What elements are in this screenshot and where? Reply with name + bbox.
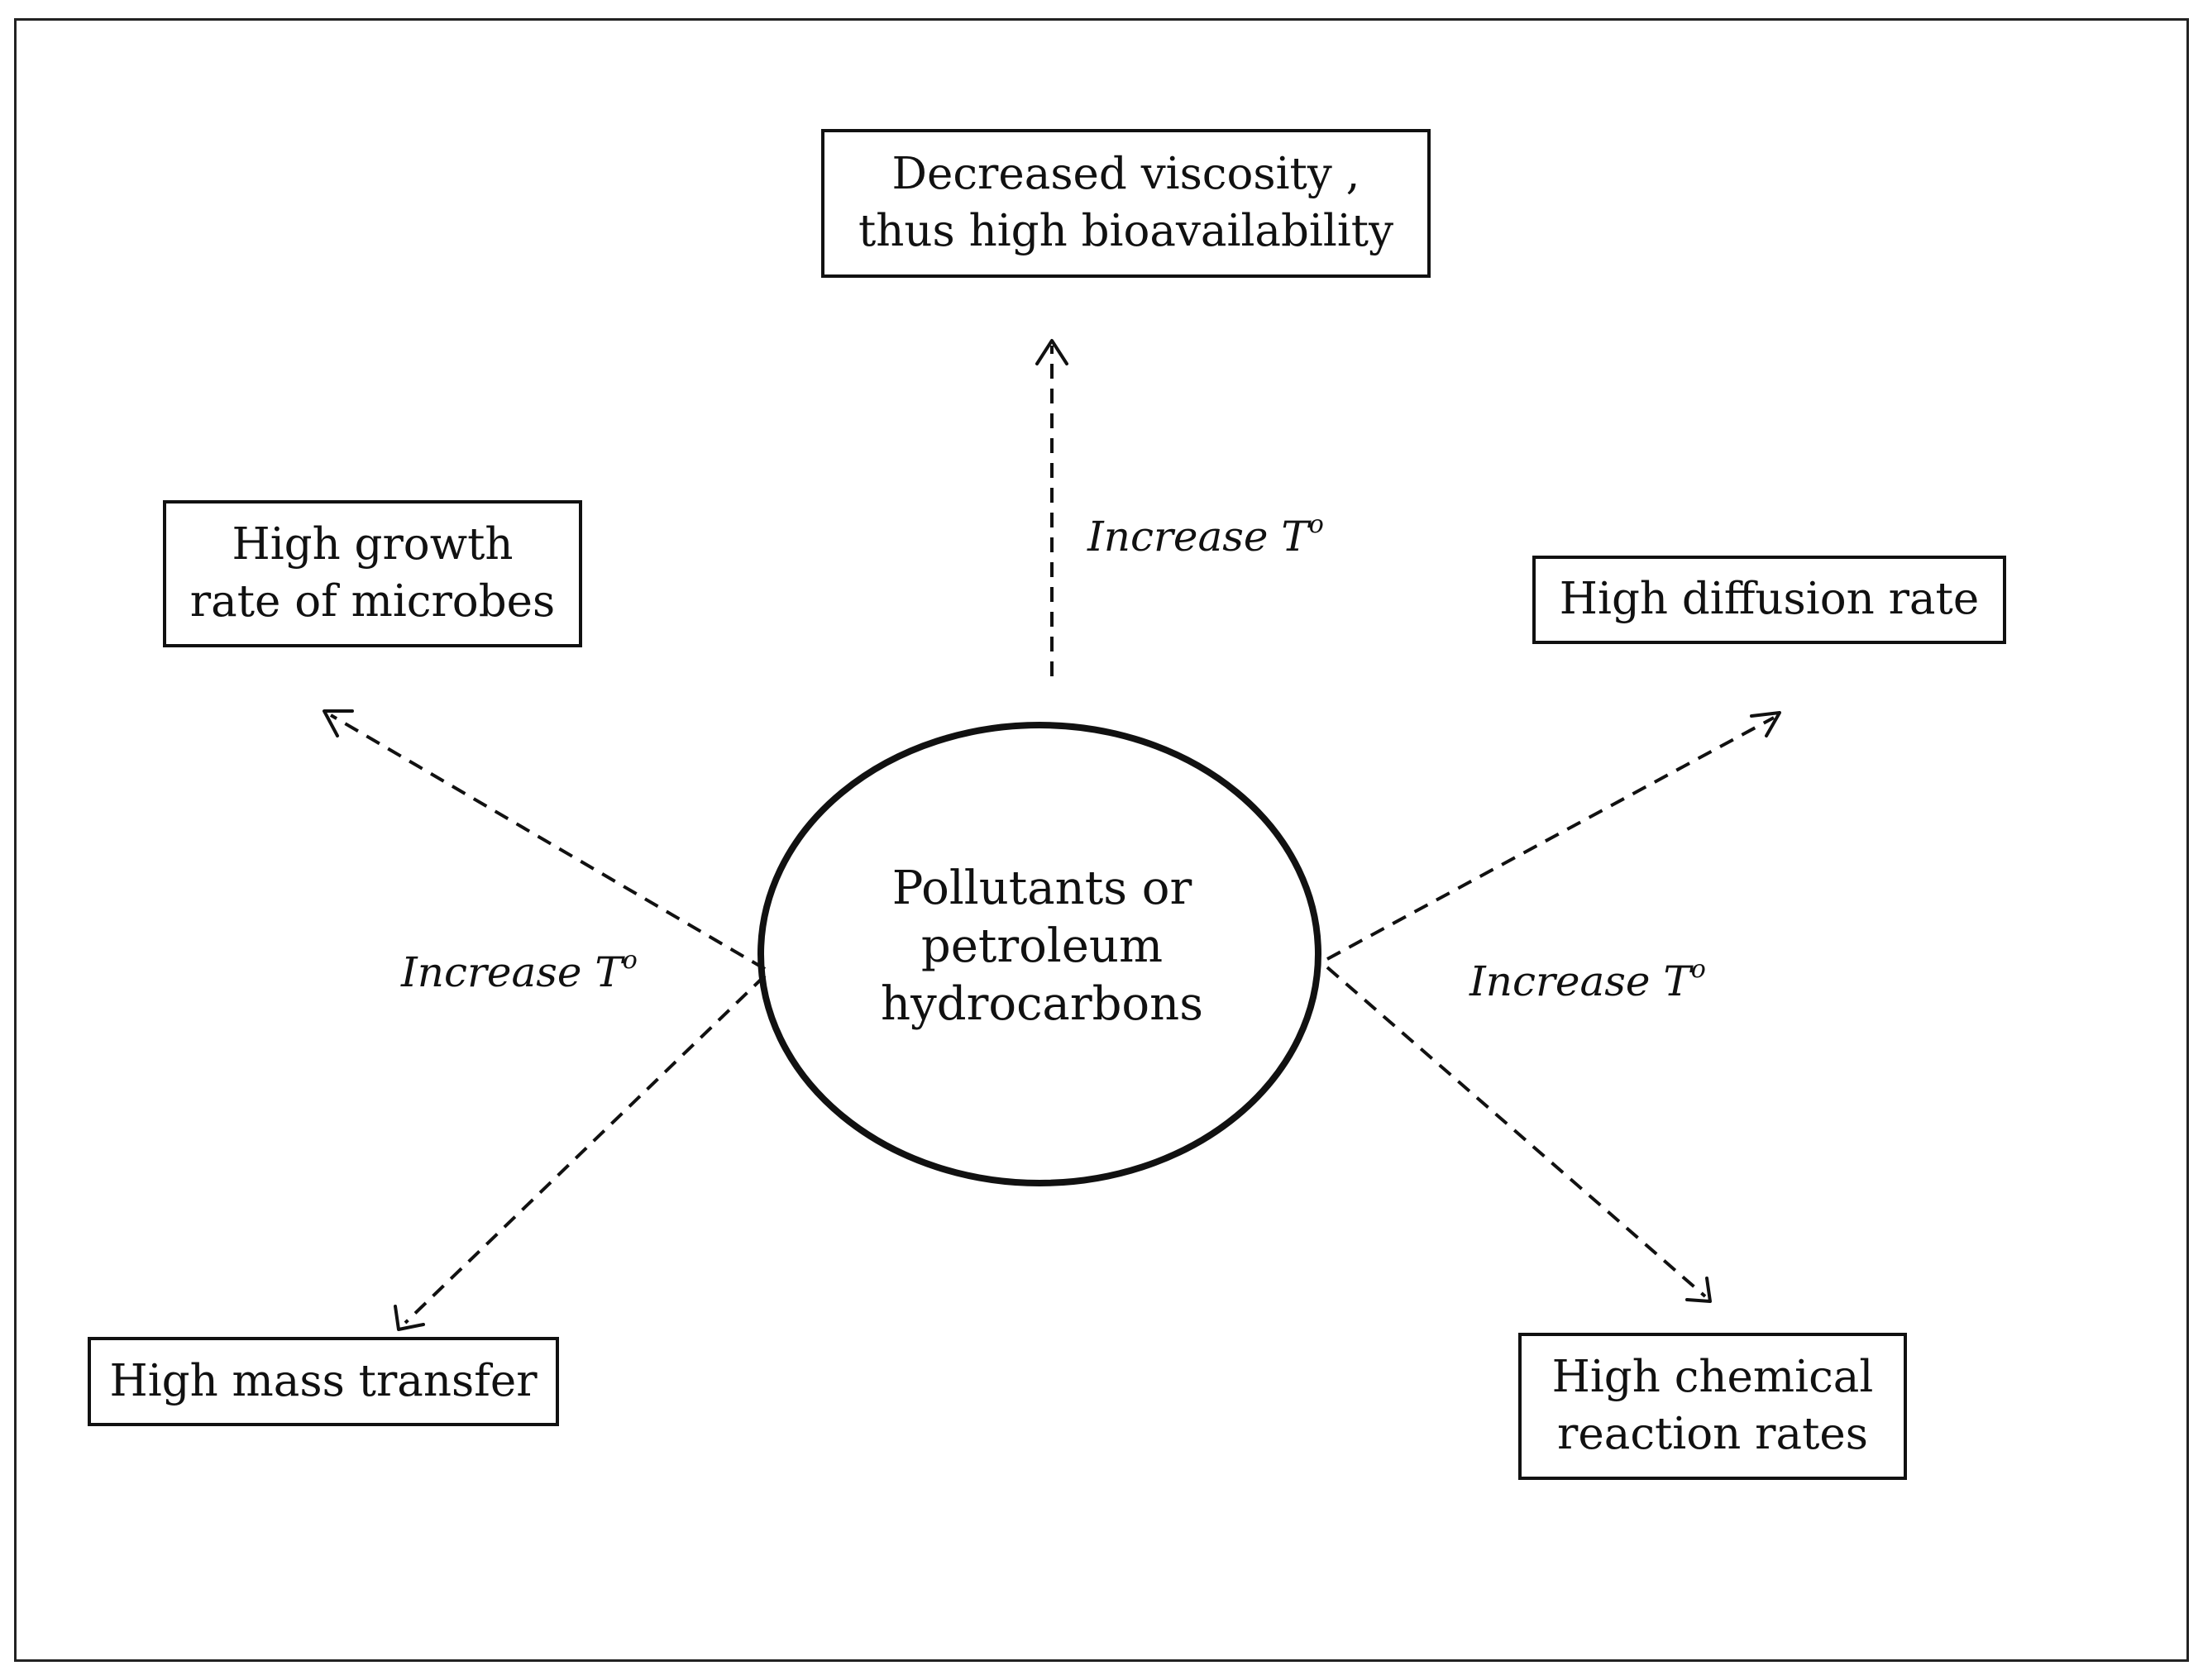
center-node-ellipse bbox=[757, 722, 1321, 1186]
center-node-line-1: Pollutants or bbox=[891, 861, 1192, 915]
effect-upper-left-line-2: rate of microbes bbox=[189, 576, 556, 627]
effect-lower-right-line-1: High chemical bbox=[1551, 1352, 1874, 1403]
arrowhead-upper-right bbox=[1750, 711, 1781, 737]
edge-label-right-superscript: o bbox=[1690, 955, 1706, 985]
center-node-line-3: hydrocarbons bbox=[881, 977, 1203, 1031]
arrowhead-upper-left bbox=[323, 709, 354, 737]
arrow-to-upper-left bbox=[329, 714, 767, 971]
effect-upper-right-line-1: High diffusion rate bbox=[1559, 574, 1980, 625]
effect-upper-left-line-1: High growth bbox=[232, 519, 514, 570]
center-node-line-2: petroleum bbox=[920, 919, 1164, 973]
effect-lower-left-line-1: High mass transfer bbox=[109, 1355, 538, 1406]
effect-box-top: Decreased viscosity , thus high bioavail… bbox=[821, 129, 1431, 278]
effect-box-lower-left: High mass transfer bbox=[88, 1337, 559, 1426]
edge-label-top-superscript: o bbox=[1308, 510, 1324, 540]
edge-label-top-text: Increase T bbox=[1087, 513, 1309, 561]
effect-top-line-1: Decreased viscosity , bbox=[891, 149, 1360, 200]
center-node: Pollutants or petroleum hydrocarbons bbox=[777, 860, 1307, 1033]
arrow-to-lower-left bbox=[404, 974, 767, 1324]
effect-box-lower-right: High chemical reaction rates bbox=[1518, 1333, 1907, 1480]
edge-label-left-superscript: o bbox=[622, 946, 638, 976]
effect-lower-right-line-2: reaction rates bbox=[1557, 1409, 1868, 1459]
edge-label-left: Increase To bbox=[401, 946, 638, 996]
arrowhead-top bbox=[1035, 339, 1068, 365]
edge-label-left-text: Increase T bbox=[401, 948, 623, 996]
arrow-to-lower-right bbox=[1326, 966, 1707, 1298]
arrow-to-upper-right bbox=[1326, 716, 1775, 961]
edge-label-right-text: Increase T bbox=[1469, 957, 1691, 1005]
diagram-frame bbox=[14, 18, 2189, 1662]
effect-box-upper-left: High growth rate of microbes bbox=[163, 500, 582, 647]
arrowhead-lower-right bbox=[1685, 1277, 1712, 1303]
arrowhead-lower-left bbox=[394, 1305, 425, 1331]
effect-top-line-2: thus high bioavailability bbox=[858, 206, 1394, 256]
edge-label-top: Increase To bbox=[1087, 510, 1324, 561]
edge-label-right: Increase To bbox=[1469, 955, 1706, 1005]
effect-box-upper-right: High diffusion rate bbox=[1532, 556, 2006, 644]
